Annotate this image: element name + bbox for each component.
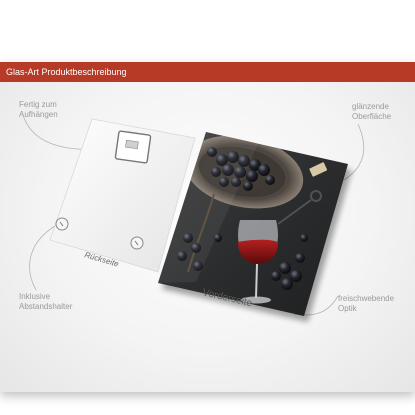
label-spacers: Inklusive Abstandshalter [19, 292, 72, 312]
label-hanging-line2: Aufhängen [19, 110, 58, 119]
label-glossy: glänzende Oberfläche [352, 102, 391, 122]
grape-cluster-bottom [177, 233, 308, 290]
label-hanging-line1: Fertig zum [19, 100, 57, 109]
front-panel [158, 132, 348, 316]
back-panel [49, 118, 196, 273]
label-floating: freischwebende Optik [338, 294, 394, 314]
label-glossy-line1: glänzende [352, 102, 389, 111]
label-glossy-line2: Oberfläche [352, 112, 392, 121]
label-floating-line1: freischwebende [338, 294, 395, 303]
wine-glass [238, 220, 278, 304]
label-floating-line2: Optik [338, 304, 357, 313]
label-hanging: Fertig zum Aufhängen [19, 100, 58, 120]
label-spacers-line2: Abstandshalter [19, 302, 73, 311]
product-illustration: Rückseite Vorderseite [21, 111, 365, 322]
label-spacers-line1: Inklusive [19, 292, 51, 301]
cork [309, 162, 328, 177]
spacer-icon [55, 217, 69, 231]
grape-cluster-top [207, 147, 275, 191]
key-decoration [277, 190, 322, 225]
spacer-icon-right [130, 236, 144, 250]
hanger-icon [114, 130, 152, 164]
product-card: Glas-Art Produktbeschreibung Fertig zum … [0, 62, 415, 392]
header-bar: Glas-Art Produktbeschreibung [0, 62, 415, 82]
page-title: Glas-Art Produktbeschreibung [6, 67, 127, 77]
